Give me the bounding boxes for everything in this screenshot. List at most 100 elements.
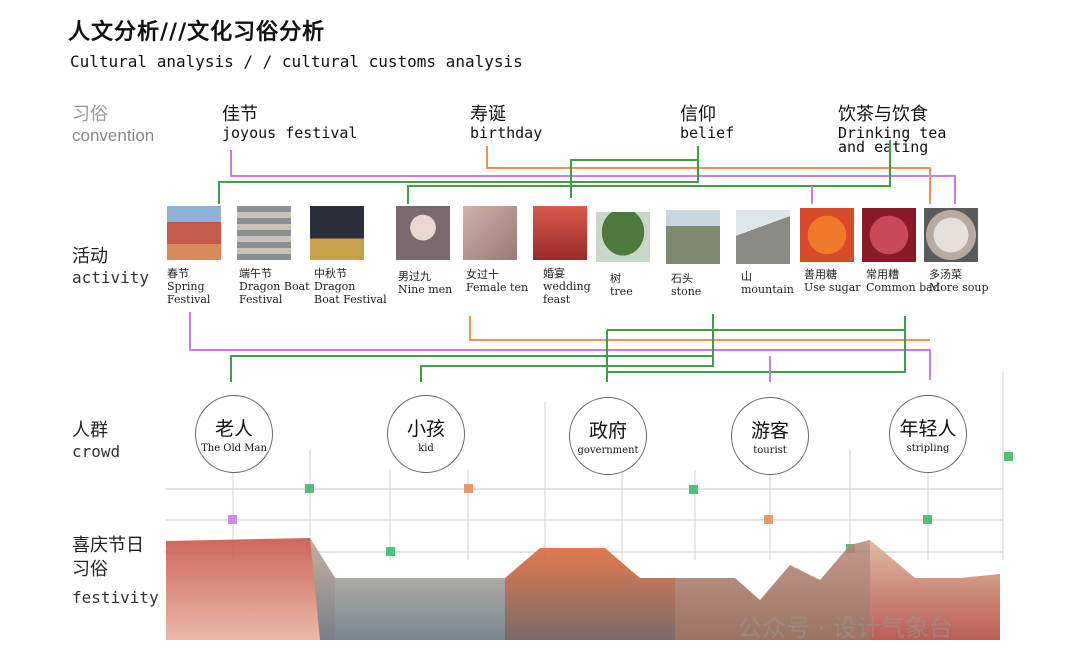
activity-label-en2: Festival bbox=[239, 293, 283, 306]
marker-square bbox=[764, 515, 773, 524]
row-label-festivity-cn2: 习俗 bbox=[72, 559, 108, 580]
activity-photo bbox=[736, 210, 790, 264]
activity-label-cn: 春节 bbox=[167, 267, 189, 280]
activity-label-cn: 婚宴 bbox=[543, 267, 565, 280]
activity-label-8: 山 mountain bbox=[741, 270, 794, 296]
crowd-kid: 小孩 kid bbox=[387, 395, 465, 473]
category-food-en1: Drinking tea bbox=[838, 124, 947, 142]
activity-label-cn: 山 bbox=[741, 270, 752, 283]
activity-label-en1: tree bbox=[610, 285, 633, 298]
activity-wedding-feast bbox=[533, 206, 587, 260]
category-birthday: 寿诞 birthday bbox=[470, 100, 543, 142]
activity-label-en2: Festival bbox=[167, 293, 211, 306]
activity-label-cn: 石头 bbox=[671, 272, 693, 285]
activity-dragon-boat bbox=[237, 206, 291, 260]
crowd-stripling: 年轻人 stripling bbox=[889, 395, 967, 473]
category-food-cn: 饮茶与饮食 bbox=[838, 104, 928, 125]
crowd-label-en: government bbox=[577, 445, 639, 456]
activity-photo bbox=[800, 208, 854, 262]
activity-label-cn: 中秋节 bbox=[314, 267, 347, 280]
activity-label-en1: Dragon Boat bbox=[239, 280, 310, 293]
activity-label-11: 多汤菜 More soup bbox=[929, 268, 989, 294]
crowd-old-man: 老人 The Old Man bbox=[195, 395, 273, 473]
activity-label-6: 树 tree bbox=[610, 272, 633, 298]
category-belief-cn: 信仰 bbox=[680, 104, 716, 125]
crowd-label-cn: 小孩 bbox=[406, 418, 445, 440]
marker-square bbox=[464, 484, 473, 493]
activity-tree bbox=[596, 212, 650, 262]
category-belief-en: belief bbox=[680, 124, 735, 142]
activity-label-en1: Female ten bbox=[466, 281, 529, 294]
activity-nine-men bbox=[396, 206, 450, 260]
activity-label-cn: 男过九 bbox=[398, 270, 431, 283]
activity-label-en2: Boat Festival bbox=[314, 293, 387, 306]
activity-female-ten bbox=[463, 206, 517, 260]
activity-photo bbox=[310, 206, 364, 260]
marker-square bbox=[923, 515, 932, 524]
activity-label-4: 女过十 Female ten bbox=[466, 268, 528, 294]
activity-spring-festival bbox=[167, 206, 221, 260]
crowd-label-cn: 年轻人 bbox=[899, 418, 957, 440]
activity-label-cn: 树 bbox=[610, 272, 621, 285]
activity-label-9: 善用糖 Use sugar bbox=[804, 268, 861, 294]
category-food: 饮茶与饮食 Drinking tea and eating bbox=[838, 100, 947, 156]
crowd-label-en: The Old Man bbox=[201, 443, 267, 454]
activity-label-1: 端午节 Dragon Boat Festival bbox=[239, 267, 310, 306]
crowd-label-en: kid bbox=[418, 443, 434, 454]
category-festival: 佳节 joyous festival bbox=[222, 100, 358, 142]
activity-use-sugar bbox=[800, 208, 854, 262]
crowd-government: 政府 government bbox=[569, 397, 647, 475]
activity-label-en1: mountain bbox=[741, 283, 794, 296]
activity-photo bbox=[237, 206, 291, 260]
activity-photo bbox=[167, 206, 221, 260]
activity-label-en1: Use sugar bbox=[804, 281, 861, 294]
marker-square bbox=[1004, 452, 1013, 461]
marker-square bbox=[689, 485, 698, 494]
activity-label-3: 男过九 Nine men bbox=[398, 270, 452, 296]
activity-label-en1: Common bad bbox=[866, 281, 940, 294]
row-label-crowd-cn: 人群 bbox=[72, 420, 108, 441]
activity-label-0: 春节 Spring Festival bbox=[167, 267, 210, 306]
activity-label-cn: 端午节 bbox=[239, 267, 272, 280]
category-birthday-cn: 寿诞 bbox=[470, 104, 506, 125]
row-label-festivity-en: festivity bbox=[72, 588, 159, 607]
marker-square bbox=[228, 515, 237, 524]
row-label-crowd-en: crowd bbox=[72, 442, 121, 461]
activity-label-cn: 常用糟 bbox=[866, 268, 899, 281]
category-food-en2: and eating bbox=[838, 138, 929, 156]
category-birthday-en: birthday bbox=[470, 124, 543, 142]
activity-mountain bbox=[736, 210, 790, 264]
activity-mid-autumn bbox=[310, 206, 364, 260]
activity-label-en1: stone bbox=[671, 285, 702, 298]
crowd-label-en: stripling bbox=[906, 443, 950, 454]
activity-more-soup bbox=[924, 208, 978, 262]
page-title: 人文分析///文化习俗分析 bbox=[68, 20, 326, 45]
crowd-label-en: tourist bbox=[753, 445, 787, 456]
category-festival-cn: 佳节 bbox=[222, 104, 258, 125]
row-label-convention-cn: 习俗 bbox=[72, 104, 108, 125]
row-label-activity-en: activity bbox=[72, 268, 150, 287]
activity-photo bbox=[862, 208, 916, 262]
watermark: 公众号 · 设计气象台 bbox=[738, 614, 953, 642]
activity-label-10: 常用糟 Common bad bbox=[866, 268, 940, 294]
marker-square bbox=[305, 484, 314, 493]
row-label-festivity-cn1: 喜庆节日 bbox=[72, 535, 144, 556]
activity-label-2: 中秋节 Dragon Boat Festival bbox=[314, 267, 387, 306]
crowd-tourist: 游客 tourist bbox=[731, 397, 809, 475]
category-festival-en: joyous festival bbox=[222, 124, 358, 142]
row-label-convention-en: convention bbox=[72, 126, 155, 145]
activity-label-en1: More soup bbox=[929, 281, 989, 294]
activity-common-bad bbox=[862, 208, 916, 262]
category-belief: 信仰 belief bbox=[680, 100, 735, 142]
crowd-label-cn: 游客 bbox=[750, 420, 789, 442]
activity-photo bbox=[533, 206, 587, 260]
activity-label-7: 石头 stone bbox=[671, 272, 701, 298]
activity-label-en1: Spring bbox=[167, 280, 205, 293]
activity-photo bbox=[666, 210, 720, 264]
activity-label-en1: Nine men bbox=[398, 283, 453, 296]
page-subtitle: Cultural analysis / / cultural customs a… bbox=[70, 52, 523, 71]
marker-square bbox=[386, 547, 395, 556]
activity-label-cn: 女过十 bbox=[466, 268, 499, 281]
activity-label-cn: 多汤菜 bbox=[929, 268, 962, 281]
